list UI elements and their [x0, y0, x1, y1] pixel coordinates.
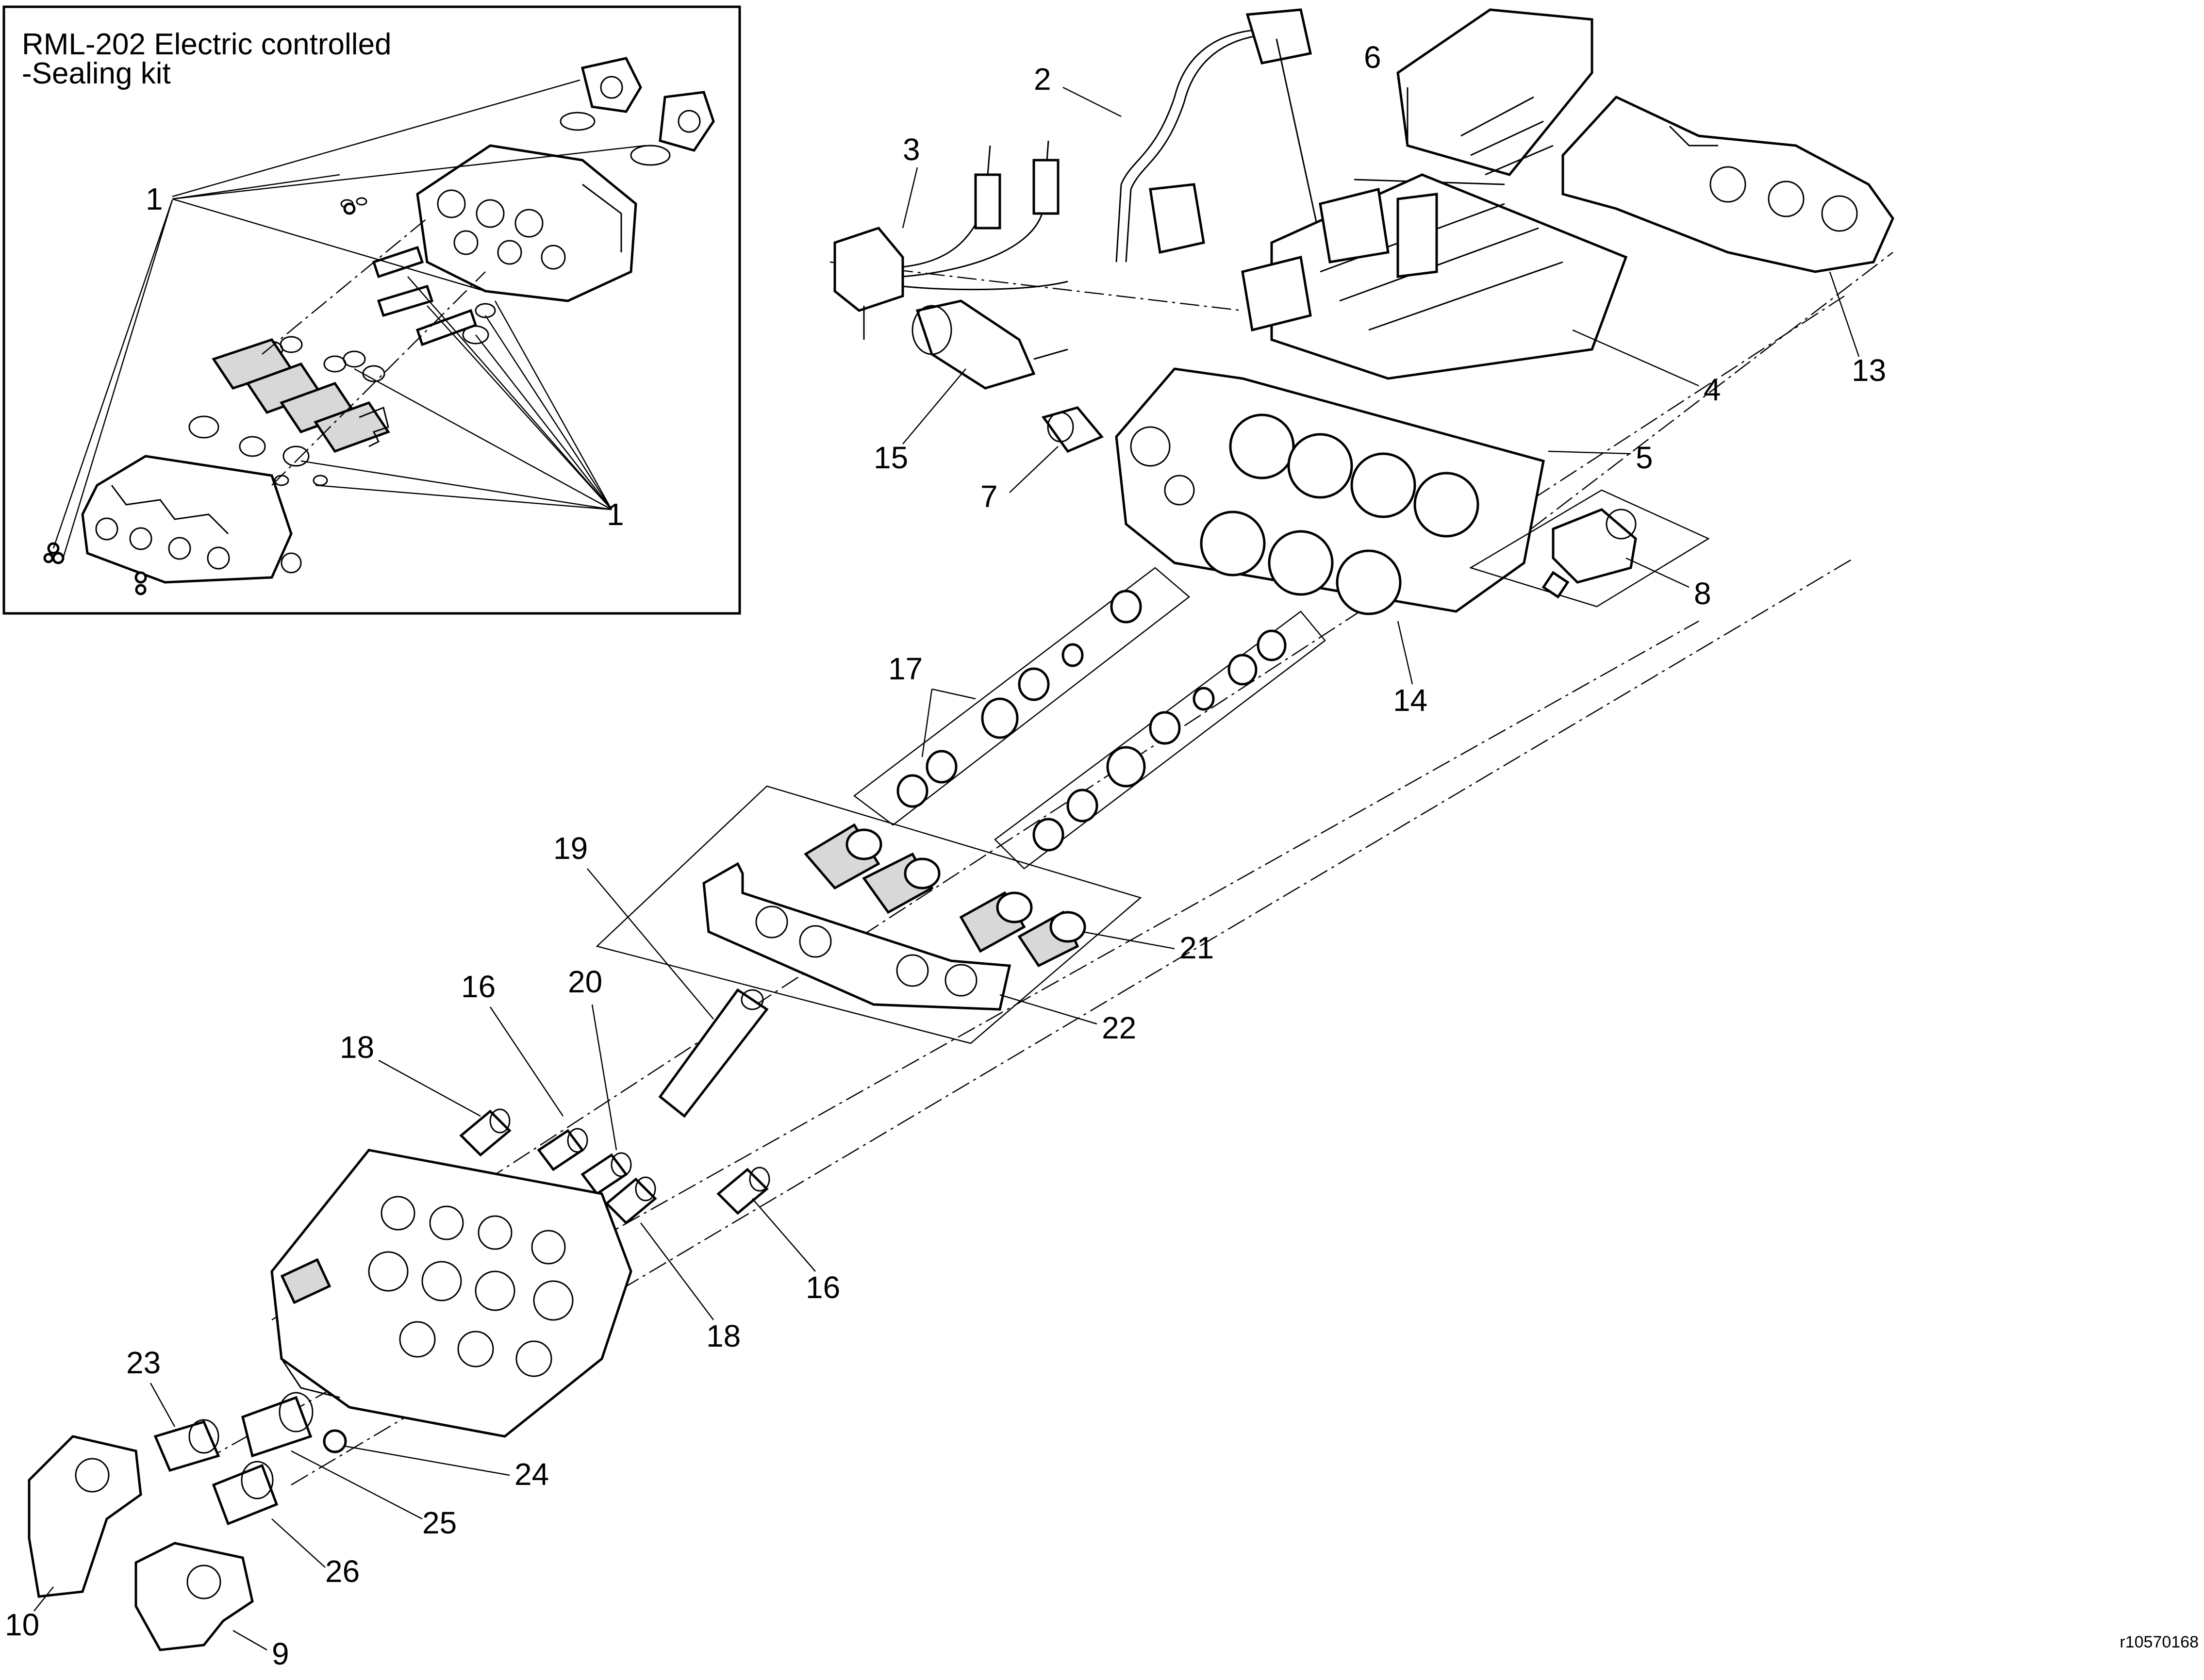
fitting-25 [241, 1392, 314, 1458]
valve-18-upper [459, 1108, 512, 1157]
leader-4 [1572, 329, 1699, 387]
callout-15: 15 [874, 440, 908, 475]
leader-7 [1009, 446, 1059, 493]
leader-13 [1829, 271, 1860, 357]
inset-title-line1: RML-202 Electric controlled [22, 28, 392, 61]
wire-harness-2 [1115, 8, 1326, 263]
figure-reference: r10570168 [2120, 1633, 2199, 1651]
callout-5: 5 [1636, 440, 1653, 475]
callout-4: 4 [1704, 372, 1721, 407]
main-valve-block [270, 1149, 632, 1438]
callout-18a: 18 [340, 1030, 374, 1065]
spool-19 [658, 988, 769, 1118]
callout-23: 23 [126, 1345, 161, 1380]
leader-5 [1548, 450, 1631, 455]
leader-18a [378, 1059, 481, 1117]
solenoids-21 [804, 823, 1086, 968]
leader-3 [902, 167, 918, 229]
inset-callout-1b: 1 [607, 497, 624, 532]
leader-26 [271, 1518, 326, 1568]
leader-21 [1082, 931, 1175, 950]
callout-3: 3 [903, 132, 920, 167]
leader-24 [344, 1445, 510, 1476]
callout-22: 22 [1102, 1010, 1136, 1045]
sensor-15 [911, 299, 1068, 390]
callout-2: 2 [1034, 62, 1051, 97]
leader-23 [149, 1383, 176, 1427]
callout-16b: 16 [806, 1270, 840, 1305]
callout-20: 20 [568, 964, 602, 999]
leader-18b [640, 1222, 714, 1320]
callout-10: 10 [5, 1607, 39, 1642]
bracket-13 [1561, 95, 1894, 273]
callout-8: 8 [1694, 576, 1711, 611]
callout-16a: 16 [461, 969, 496, 1004]
leader-2 [1062, 86, 1122, 117]
leader-16a [489, 1006, 564, 1117]
valve-20 [580, 1152, 632, 1196]
valve-16-lower [716, 1167, 770, 1215]
leader-25 [291, 1450, 423, 1520]
fitting-26 [212, 1461, 279, 1526]
sensor-8 [1469, 489, 1710, 608]
bracket-9 [134, 1542, 254, 1651]
leader-8 [1625, 557, 1690, 588]
adapter-7 [1041, 406, 1104, 453]
spool-set-17 [853, 567, 1326, 870]
callout-14: 14 [1393, 683, 1427, 718]
inset-valve-block [416, 144, 637, 302]
inset-callout-1a: 1 [146, 181, 163, 216]
leader-19 [587, 868, 714, 1020]
callout-24: 24 [514, 1457, 549, 1492]
inset-lower-block [81, 455, 302, 584]
leader-17b [921, 689, 933, 758]
sealing-kit-inset: RML-202 Electric controlled -Sealing kit [2, 5, 741, 615]
callout-18b: 18 [706, 1318, 741, 1353]
leader-10 [33, 1586, 54, 1612]
harness-housing-4 [1241, 173, 1628, 380]
leader-9 [232, 1630, 267, 1651]
inset-brackets [560, 57, 715, 166]
fitting-24 [323, 1429, 347, 1453]
leader-15 [902, 368, 966, 445]
inset-leaders [52, 79, 646, 559]
valve-16-upper [537, 1128, 588, 1171]
callout-13: 13 [1852, 353, 1886, 388]
callout-7: 7 [980, 479, 998, 514]
leader-17 [931, 688, 976, 700]
callout-26: 26 [325, 1554, 360, 1589]
fitting-23 [153, 1419, 220, 1472]
callout-6: 6 [1364, 40, 1381, 75]
callout-21: 21 [1179, 930, 1214, 965]
inset-title-line2: -Sealing kit [22, 57, 171, 90]
callout-19: 19 [553, 831, 588, 866]
harness-3 [833, 140, 1068, 340]
cover-6 [1354, 8, 1593, 185]
callout-17: 17 [888, 651, 923, 686]
gasket-plate-22 [596, 785, 1142, 1044]
valve-manifold-5 [1115, 367, 1545, 615]
callout-25: 25 [422, 1505, 457, 1540]
leader-14 [1397, 621, 1413, 685]
callout-9: 9 [272, 1636, 289, 1671]
inset-fittings [212, 338, 390, 453]
leader-20 [591, 1004, 617, 1151]
leader-22 [999, 994, 1097, 1025]
valve-18-lower [605, 1176, 657, 1225]
bracket-10 [28, 1435, 142, 1598]
leader-16b [752, 1198, 816, 1272]
